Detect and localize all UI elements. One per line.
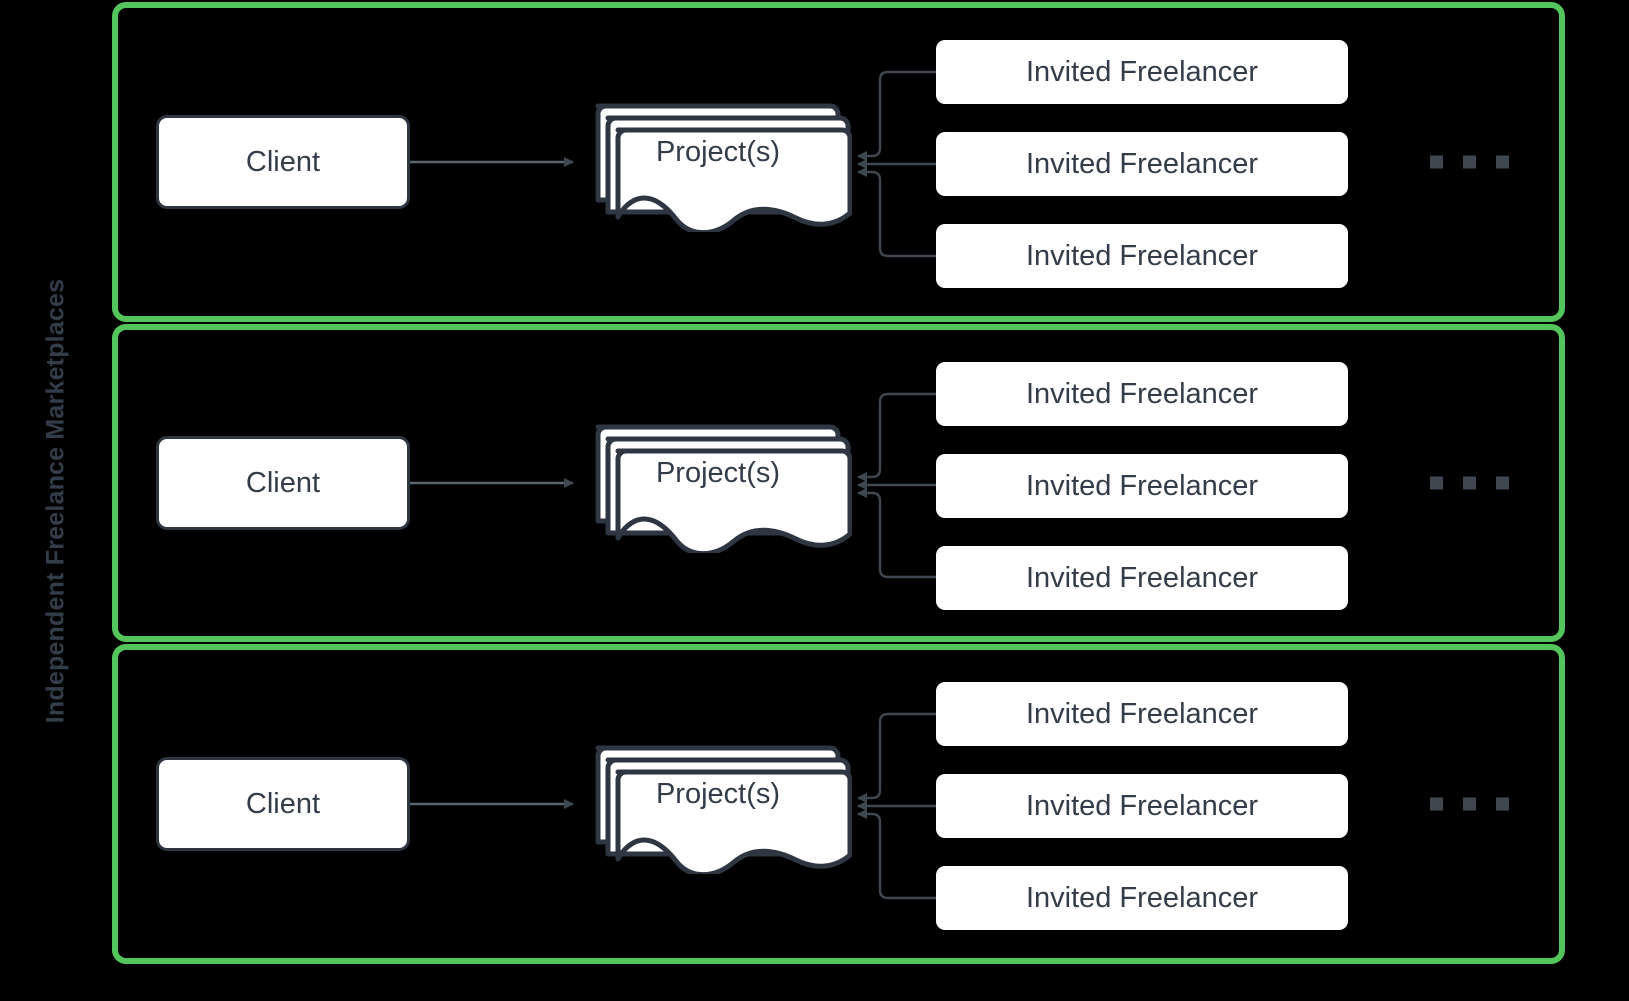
invited-freelancer-node[interactable]: Invited Freelancer: [936, 774, 1348, 838]
projects-node[interactable]: Project(s): [584, 413, 852, 553]
marketplace-row-content: Client Project(s) Invited Freelancer Inv…: [118, 650, 1559, 958]
ellipsis-dot: [1496, 797, 1509, 811]
client-node[interactable]: Client: [156, 115, 410, 209]
stacked-documents-icon: [595, 103, 852, 232]
more-freelancers-ellipsis-icon: [1430, 476, 1509, 490]
invited-freelancer-node[interactable]: Invited Freelancer: [936, 454, 1348, 518]
marketplace-panel-2[interactable]: Client Project(s) Invited Freelancer Inv…: [112, 324, 1565, 642]
category-label: Independent Freelance Marketplaces: [41, 278, 70, 723]
invited-freelancer-node[interactable]: Invited Freelancer: [936, 224, 1348, 288]
client-node[interactable]: Client: [156, 757, 410, 851]
invited-freelancer-node[interactable]: Invited Freelancer: [936, 362, 1348, 426]
marketplace-panel-1[interactable]: Client Project(s) Invited Freelancer Inv…: [112, 2, 1565, 322]
ellipsis-dot: [1463, 155, 1476, 169]
ellipsis-dot: [1430, 797, 1443, 811]
marketplace-row-content: Client Project(s) Invited Freelancer Inv…: [118, 330, 1559, 636]
invited-freelancer-node[interactable]: Invited Freelancer: [936, 546, 1348, 610]
ellipsis-dot: [1430, 476, 1443, 490]
more-freelancers-ellipsis-icon: [1430, 797, 1509, 811]
invited-freelancer-node[interactable]: Invited Freelancer: [936, 40, 1348, 104]
marketplace-panel-3[interactable]: Client Project(s) Invited Freelancer Inv…: [112, 644, 1565, 964]
ellipsis-dot: [1463, 797, 1476, 811]
ellipsis-dot: [1496, 476, 1509, 490]
stacked-documents-icon: [595, 424, 852, 553]
projects-node[interactable]: Project(s): [584, 92, 852, 232]
ellipsis-dot: [1463, 476, 1476, 490]
ellipsis-dot: [1496, 155, 1509, 169]
stacked-documents-icon: [595, 745, 852, 874]
marketplace-row-content: Client Project(s) Invited Freelancer Inv…: [118, 8, 1559, 316]
client-node[interactable]: Client: [156, 436, 410, 530]
invited-freelancer-node[interactable]: Invited Freelancer: [936, 132, 1348, 196]
invited-freelancer-node[interactable]: Invited Freelancer: [936, 682, 1348, 746]
more-freelancers-ellipsis-icon: [1430, 155, 1509, 169]
projects-node[interactable]: Project(s): [584, 734, 852, 874]
category-label-container: Independent Freelance Marketplaces: [0, 0, 112, 1001]
ellipsis-dot: [1430, 155, 1443, 169]
invited-freelancer-node[interactable]: Invited Freelancer: [936, 866, 1348, 930]
